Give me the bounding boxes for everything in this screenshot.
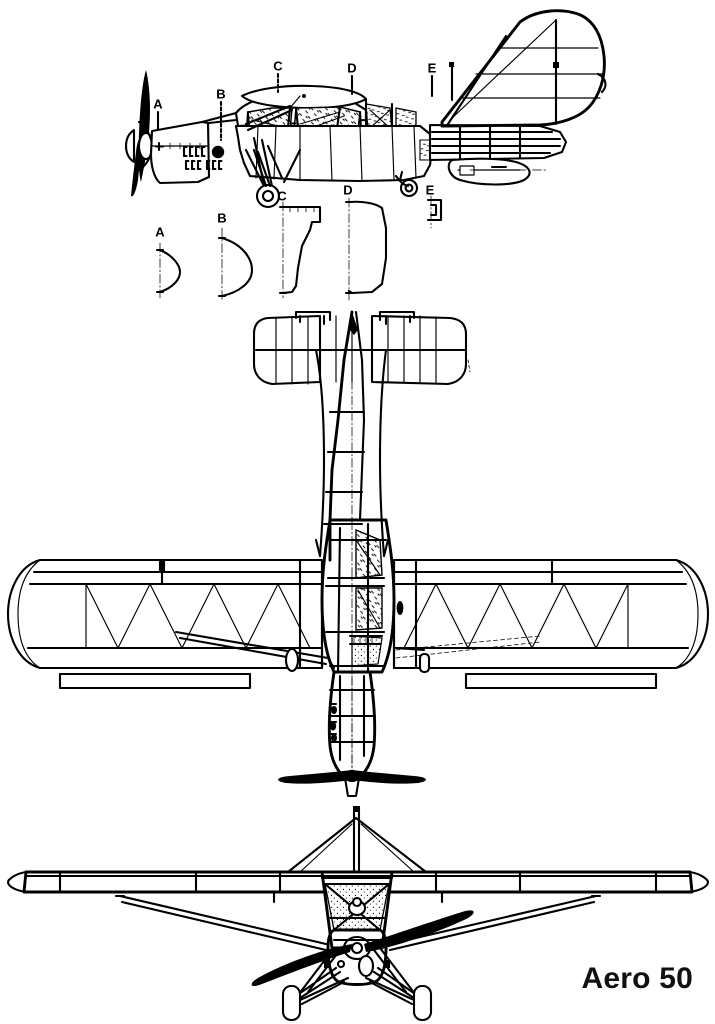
cowl-louvres (182, 145, 223, 171)
section-marker-A-label: A (153, 96, 163, 112)
wheel-front-left (281, 984, 302, 1022)
section-profile-C-label: C (277, 188, 287, 204)
fuselage-section-profiles (155, 195, 443, 301)
strut-fitting-right (418, 652, 431, 674)
wheel-front-right (412, 984, 433, 1022)
wing-truss-bracing (85, 583, 629, 649)
section-profile-E (426, 195, 443, 229)
section-marker-E-label: E (427, 60, 437, 76)
section-marker-D-label: D (347, 60, 357, 76)
section-profile-B (217, 227, 254, 301)
section-profile-D (344, 197, 388, 301)
side-elevation-view (124, 9, 607, 209)
drawing-title: Aero 50 (581, 962, 693, 995)
section-profile-D-label: D (343, 182, 353, 198)
front-elevation-view (6, 806, 710, 1022)
propeller-front (251, 910, 474, 987)
section-profile-A-label: A (155, 224, 165, 240)
propeller-plan (278, 770, 426, 798)
section-profile-C (278, 201, 322, 299)
lift-strut-left (118, 894, 328, 952)
fuel-cap-marker (211, 145, 225, 159)
section-marker-B-label: B (216, 86, 226, 102)
tail-boom (428, 123, 568, 162)
landing-gear-front (281, 946, 433, 1022)
strut-fitting-left (284, 647, 300, 673)
fuselage-plan (320, 518, 404, 674)
section-marker-C-label: C (273, 58, 283, 74)
lift-strut-right (388, 894, 598, 952)
wing-front (6, 870, 710, 904)
section-profile-A (155, 242, 182, 299)
plan-view (6, 310, 710, 798)
section-profile-B-label: B (217, 210, 227, 226)
section-profile-E-label: E (425, 182, 435, 198)
section-tick-marks (156, 72, 434, 142)
